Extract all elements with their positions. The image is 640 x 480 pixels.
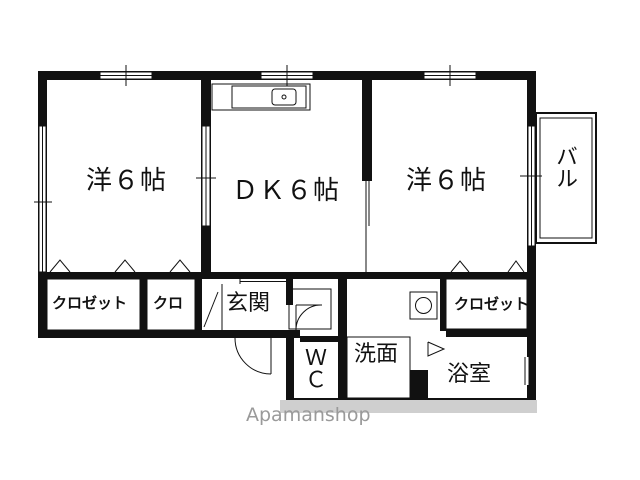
entrance-left-wall xyxy=(195,279,202,337)
room-label-western-left: 洋６帖 xyxy=(86,166,168,196)
closet-divider xyxy=(140,279,147,331)
room-label-dk: ＤＫ６帖 xyxy=(232,176,341,206)
wall-dk-right-top xyxy=(362,71,372,181)
room-label-closet-right: クロゼット xyxy=(454,295,530,313)
room-label-wc: ＷＣ xyxy=(301,346,326,390)
bottom-wall-left xyxy=(38,330,300,338)
room-label-closet-left: クロゼット xyxy=(52,294,128,312)
room-label-western-right: 洋６帖 xyxy=(406,166,488,196)
room-label-closet-short: クロ xyxy=(153,294,184,312)
room-label-balcony: バル xyxy=(552,145,577,189)
wc-left-wall xyxy=(286,336,294,406)
bath-top-wall xyxy=(446,329,536,337)
room-label-bathroom: 浴室 xyxy=(447,362,492,387)
closet-right-divider xyxy=(440,279,446,331)
bath-left-wall xyxy=(410,370,428,406)
watermark: Apamanshop xyxy=(246,404,371,426)
room-label-entrance: 玄関 xyxy=(226,291,271,316)
wc-top-wall xyxy=(300,336,345,342)
room-label-washroom: 洗面 xyxy=(354,342,399,367)
wall-closet-line xyxy=(38,272,536,279)
